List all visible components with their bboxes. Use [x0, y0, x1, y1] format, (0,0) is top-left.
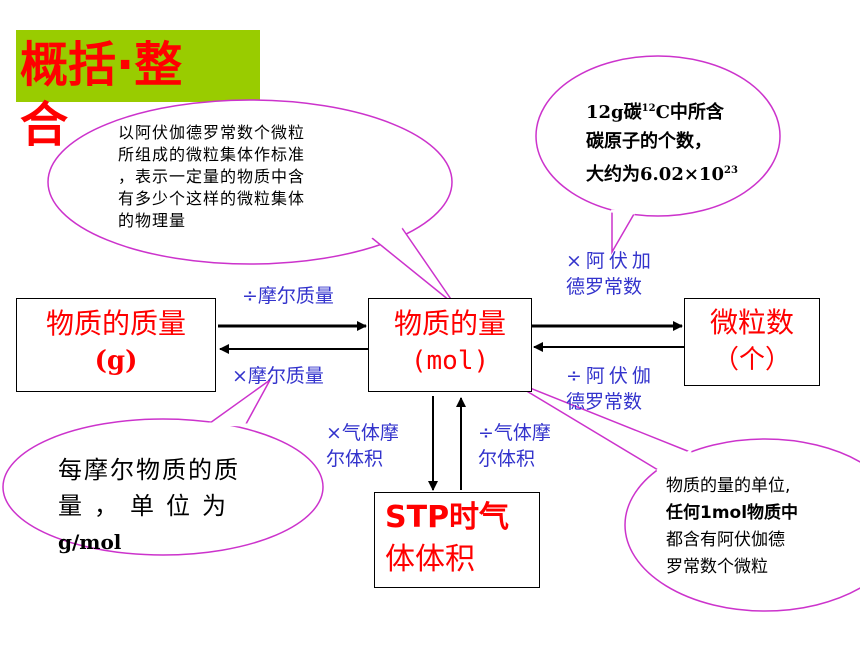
- callout-bubble-top-right: [535, 55, 781, 217]
- label-divide-molar-mass: ÷摩尔质量: [242, 285, 334, 307]
- callout-line: 碳原子的个数，: [586, 131, 712, 152]
- callout-bubble-top-left: [47, 99, 453, 265]
- callout-text-bottom-left: 每摩尔物质的质 量，单位为 g/mol: [58, 452, 240, 560]
- gas-box-line2: 体体积: [385, 542, 475, 577]
- callout-line: 的物理量: [118, 211, 187, 230]
- callout-line: C中所含: [655, 102, 724, 123]
- title-line-2: 合: [20, 97, 69, 153]
- title-line-1: 概括·整: [20, 37, 183, 93]
- label-line: 尔体积: [326, 448, 384, 470]
- particles-box-title: 微粒数: [709, 306, 794, 339]
- callout-text-top-left: 以阿伏伽德罗常数个微粒 所组成的微粒集体作标准 ，表示一定量的物质中含 有多少个…: [118, 122, 305, 232]
- superscript: 12: [641, 103, 656, 114]
- callout-tail-bottom-left: [209, 379, 271, 425]
- callout-line: 都含有阿伏伽德: [666, 530, 785, 550]
- mass-box: 物质的质量 (g): [16, 298, 216, 392]
- amount-box: 物质的量 (mol): [368, 298, 532, 392]
- callout-bubble-bottom-left: [2, 418, 324, 556]
- callout-line: 所组成的微粒集体作标准: [118, 145, 306, 164]
- callout-text-top-right: 12g碳12C中所含 碳原子的个数， 大约为6.02×1023: [586, 94, 738, 189]
- label-line: ÷阿伏伽: [566, 365, 655, 387]
- callout-line: 每摩尔物质的质: [58, 456, 240, 484]
- callout-line: 有多少个这样的微粒集体: [118, 189, 306, 208]
- particles-box-unit: （个）: [712, 345, 791, 375]
- label-divide-avogadro: ÷阿伏伽 德罗常数: [566, 363, 655, 415]
- callout-tail-top-left: [371, 227, 456, 306]
- callout-line: 12g碳: [586, 102, 642, 123]
- mass-box-title: 物质的质量: [45, 307, 186, 340]
- callout-line: 以阿伏伽德罗常数个微粒: [118, 123, 306, 142]
- label-line: ×气体摩: [326, 422, 399, 444]
- title-background: [16, 30, 260, 102]
- label-multiply-avogadro: ×阿伏加 德罗常数: [566, 248, 655, 300]
- callout-bubble-bottom-right: [624, 438, 860, 612]
- gas-volume-box: STP时气 体体积: [374, 492, 540, 588]
- label-line: ×阿伏加: [566, 250, 655, 272]
- callout-line: ，表示一定量的物质中含: [118, 167, 306, 186]
- callout-tail-top-right: [611, 212, 635, 255]
- callout-line: g/mol: [58, 530, 122, 554]
- gas-box-line1: STP时气: [385, 500, 510, 535]
- amount-box-title: 物质的量: [393, 307, 506, 340]
- label-line: 德罗常数: [566, 391, 643, 413]
- callout-line: 量，单位为: [58, 492, 238, 520]
- mass-box-unit: (g): [94, 346, 138, 376]
- label-multiply-molar-mass: ×摩尔质量: [232, 365, 324, 387]
- callout-text-bottom-right: 物质的量的单位, 任何1mol物质中 都含有阿伏伽德 罗常数个微粒: [666, 473, 798, 581]
- label-line: 尔体积: [478, 448, 536, 470]
- callout-line: 罗常数个微粒: [666, 557, 768, 577]
- label-multiply-gas-molar-volume: ×气体摩 尔体积: [326, 420, 399, 472]
- callout-line: 物质的量的单位,: [666, 476, 791, 496]
- label-line: 德罗常数: [566, 276, 643, 298]
- callout-line: 任何1mol物质中: [666, 503, 799, 523]
- particles-box: 微粒数 （个）: [684, 298, 820, 386]
- label-line: ÷气体摩: [478, 422, 551, 444]
- callout-line: 大约为6.02×10: [586, 164, 724, 185]
- superscript: 23: [723, 165, 738, 176]
- amount-box-unit: (mol): [410, 346, 490, 376]
- label-divide-gas-molar-volume: ÷气体摩 尔体积: [478, 420, 551, 472]
